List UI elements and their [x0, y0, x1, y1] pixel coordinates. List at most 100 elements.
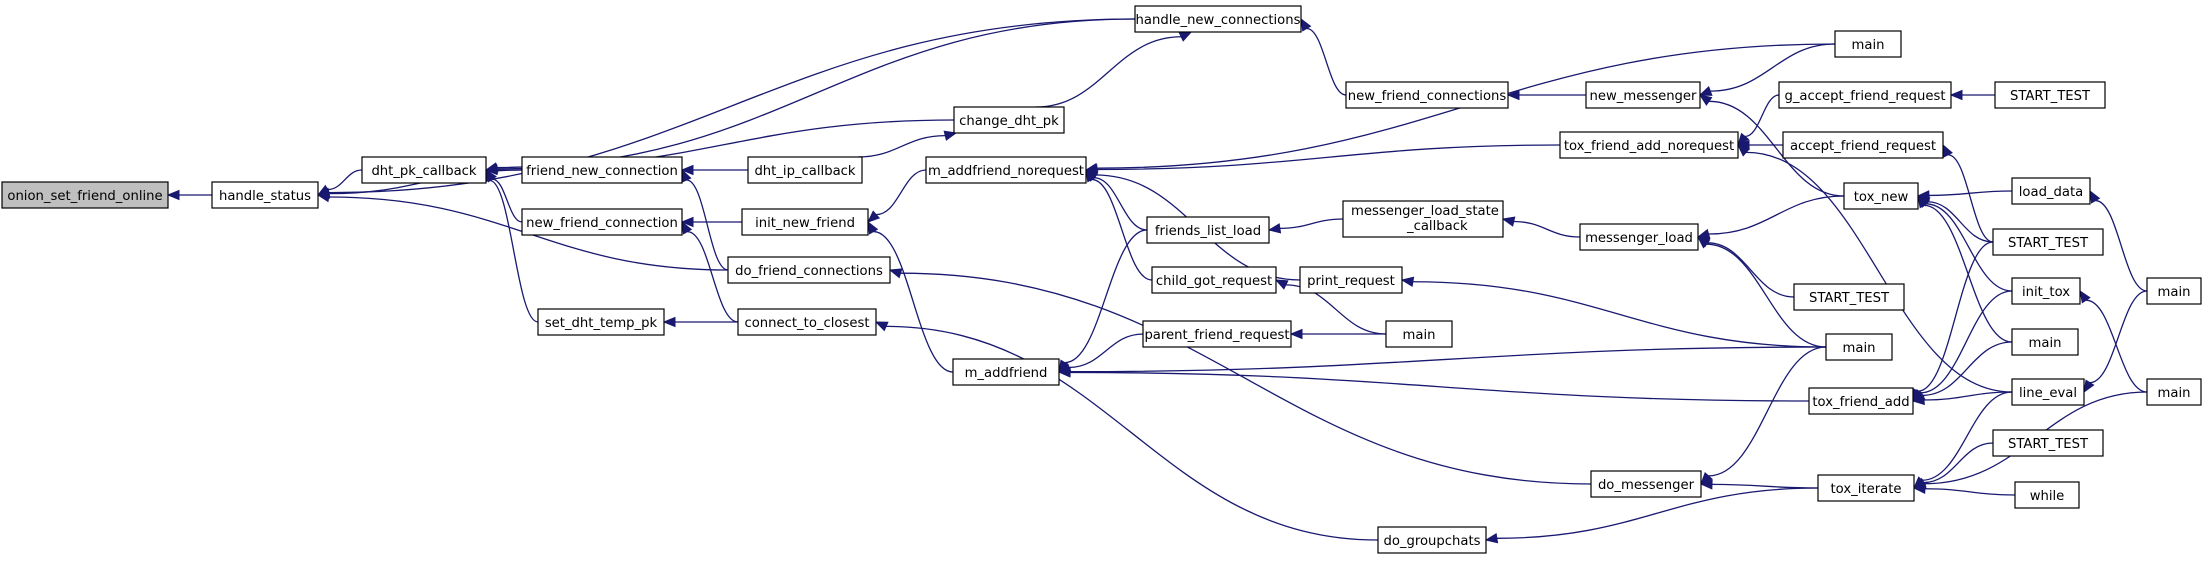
node-new-messenger[interactable]: new_messenger — [1585, 81, 1701, 109]
node-label: main — [2029, 336, 2062, 351]
edge-parent_friend_request-to-m_addfriend — [1057, 333, 1144, 373]
node-parent-friend-request[interactable]: parent_friend_request — [1142, 320, 1292, 348]
node-handle-new-connections[interactable]: handle_new_connections — [1134, 5, 1302, 33]
node-messenger-load-state-callback[interactable]: messenger_load_state_callback — [1342, 200, 1504, 238]
node-tox-friend-add-norequest[interactable]: tox_friend_add_norequest — [1559, 131, 1739, 159]
edge-arrowhead — [2089, 189, 2101, 204]
node-label: child_got_request — [1156, 274, 1272, 289]
node-accept-friend-request[interactable]: accept_friend_request — [1782, 131, 1944, 159]
edge-line — [1707, 242, 1795, 298]
edge-do_messenger-to-do_friend_connections — [888, 268, 1592, 485]
edge-arrowhead — [1057, 367, 1071, 378]
node-tox-friend-add[interactable]: tox_friend_add — [1808, 387, 1914, 415]
node-child-got-request[interactable]: child_got_request — [1151, 266, 1277, 294]
node-box — [2011, 328, 2079, 356]
node-new-friend-connection[interactable]: new_friend_connection — [521, 208, 683, 236]
edge-friends_list_load-to-m_addfriend — [1058, 229, 1148, 374]
edge-tox_friend_add_norequest-to-m_addfriend_norequest — [1084, 144, 1561, 175]
node-box — [747, 156, 863, 184]
node-friends-list-load[interactable]: friends_list_load — [1146, 216, 1270, 244]
node-load-data[interactable]: load_data — [2011, 177, 2091, 205]
node-do-groupchats[interactable]: do_groupchats — [1377, 526, 1487, 554]
edge-start_test_a-to-accept_friend_request — [1942, 143, 1994, 243]
edge-arrowhead — [1289, 328, 1303, 340]
node-box — [521, 156, 683, 184]
node-dht-ip-callback[interactable]: dht_ip_callback — [747, 156, 863, 184]
node-g-accept-friend-request[interactable]: g_accept_friend_request — [1778, 81, 1952, 109]
edge-arrowhead — [867, 210, 881, 223]
node-box — [1299, 266, 1403, 294]
edge-tox_iterate-to-do_messenger — [1699, 479, 1819, 490]
edge-line — [1923, 391, 2013, 401]
node-box — [1778, 81, 1952, 109]
node-box — [2011, 277, 2081, 305]
edge-line — [886, 325, 1379, 541]
node-label: handle_new_connections — [1136, 13, 1301, 28]
node-do-messenger[interactable]: do_messenger — [1590, 470, 1702, 498]
node-connect-to-closest[interactable]: connect_to_closest — [737, 308, 877, 336]
node-while[interactable]: while — [2014, 481, 2080, 509]
node-box — [1385, 320, 1453, 348]
node-box — [2011, 378, 2085, 406]
node-main-child[interactable]: main — [1385, 320, 1453, 348]
edge-line — [327, 169, 363, 191]
node-main-c[interactable]: main — [2011, 328, 2079, 356]
node-start-test-d[interactable]: START_TEST — [1992, 429, 2104, 457]
node-box — [1782, 131, 1944, 159]
node-start-test-a[interactable]: START_TEST — [1992, 228, 2104, 256]
node-set-dht-temp-pk[interactable]: set_dht_temp_pk — [537, 308, 665, 336]
node-box — [2014, 481, 2080, 509]
edge-arrowhead — [1737, 144, 1751, 157]
edge-arrowhead — [1700, 471, 1713, 485]
node-main-load[interactable]: main — [2146, 277, 2202, 305]
node-new-friend-connections[interactable]: new_friend_connections — [1345, 81, 1509, 109]
node-box — [1843, 182, 1919, 210]
node-m-addfriend[interactable]: m_addfriend — [952, 358, 1060, 386]
node-label: accept_friend_request — [1790, 139, 1936, 154]
node-label: START_TEST — [2008, 437, 2089, 452]
node-label: friends_list_load — [1155, 224, 1261, 239]
node-main-top[interactable]: main — [1834, 30, 1902, 58]
edge-new_messenger-to-new_friend_connections — [1506, 89, 1586, 101]
node-messenger-load[interactable]: messenger_load — [1579, 223, 1699, 251]
node-change-dht-pk[interactable]: change_dht_pk — [953, 106, 1065, 134]
node-label: m_addfriend_norequest — [928, 164, 1084, 179]
edge-line — [1035, 36, 1182, 108]
node-main-mid[interactable]: main — [1825, 333, 1893, 361]
node-box — [361, 156, 487, 184]
node-label: onion_set_friend_online — [7, 189, 162, 204]
node-onion-set-friend-online[interactable]: onion_set_friend_online — [1, 181, 169, 209]
node-dht-pk-callback[interactable]: dht_pk_callback — [361, 156, 487, 184]
edge-line — [1746, 151, 2013, 393]
node-tox-new[interactable]: tox_new — [1843, 182, 1919, 210]
edge-line — [492, 178, 523, 223]
node-init-tox[interactable]: init_tox — [2011, 277, 2081, 305]
edge-main_load-to-load_data — [2089, 189, 2148, 292]
node-do-friend-connections[interactable]: do_friend_connections — [727, 256, 891, 284]
edge-arrowhead — [2083, 379, 2095, 394]
node-line-eval[interactable]: line_eval — [2011, 378, 2085, 406]
node-print-request[interactable]: print_request — [1299, 266, 1403, 294]
node-handle-status[interactable]: handle_status — [211, 181, 319, 209]
node-m-addfriend-norequest[interactable]: m_addfriend_norequest — [925, 156, 1087, 184]
edge-main_mid-to-print_request — [1400, 276, 1827, 348]
node-label: init_tox — [2022, 285, 2070, 300]
node-label: g_accept_friend_request — [1784, 89, 1945, 104]
edge-main_mid-to-m_addfriend — [1057, 346, 1827, 377]
node-box — [537, 308, 665, 336]
node-box — [1585, 81, 1701, 109]
edge-messenger_load_state_callback-to-friends_list_load — [1267, 218, 1344, 234]
node-start-test-b[interactable]: START_TEST — [1793, 283, 1905, 311]
edge-main_init-to-init_tox — [2079, 289, 2148, 393]
node-friend-new-connection[interactable]: friend_new_connection — [521, 156, 683, 184]
node-tox-iterate[interactable]: tox_iterate — [1817, 474, 1915, 502]
node-init-new-friend[interactable]: init_new_friend — [741, 208, 869, 236]
node-start-test-c[interactable]: START_TEST — [1994, 81, 2106, 109]
edge-main_child-to-parent_friend_request — [1289, 328, 1386, 340]
node-box — [1834, 30, 1902, 58]
edge-line — [1920, 290, 2013, 394]
edge-arrowhead — [1178, 31, 1193, 42]
node-main-init[interactable]: main — [2146, 378, 2202, 406]
edge-arrowhead — [2079, 289, 2091, 304]
edge-line — [1091, 178, 1153, 281]
